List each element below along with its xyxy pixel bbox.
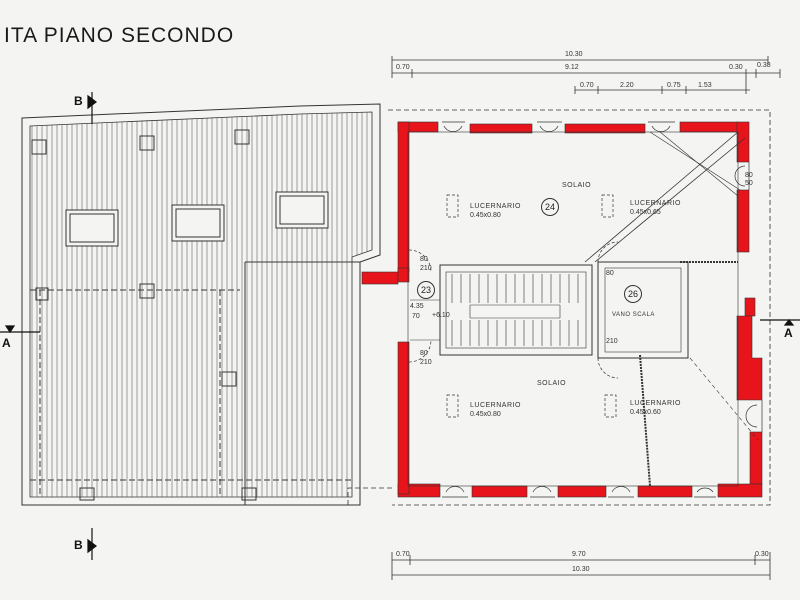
skylight-3-size: 0.45x0.80 <box>470 411 501 418</box>
skylight-3-label: LUCERNARIO <box>470 402 521 409</box>
dim-bottom-mid: 9.70 <box>572 551 586 558</box>
dim-bottom-overall: 10.30 <box>572 566 590 573</box>
skylight-boxes <box>446 194 617 418</box>
room-lower-slab-label: SOLAIO <box>537 380 567 387</box>
dim-top-row3-d: 1.53 <box>698 82 712 89</box>
roof-plan-left <box>21 103 381 506</box>
dim-top-row3-a: 0.70 <box>580 82 594 89</box>
stair-treads <box>451 274 579 346</box>
dim-top-overall: 10.30 <box>565 51 583 58</box>
bottom-dimension-lines <box>391 552 771 580</box>
section-b-bottom-label: B <box>74 538 83 552</box>
inner-plan-lines <box>407 131 759 487</box>
room-upper-slab-label: SOLAIO <box>562 182 592 189</box>
section-a-left-label: A <box>2 336 11 350</box>
dim-bottom-left: 0.70 <box>396 551 410 558</box>
level-note-2: 4.35 <box>410 303 424 310</box>
section-markers <box>0 92 800 560</box>
dashed-outline <box>347 109 771 506</box>
dim-top-row2-r2: 0.38 <box>757 62 771 69</box>
room-upper-slab-number: 24 <box>541 198 559 216</box>
level-note: +6.10 <box>432 312 450 319</box>
level-note-3: 70 <box>412 313 420 320</box>
top-dimension-lines <box>391 56 781 94</box>
section-b-top-label: B <box>74 94 83 108</box>
skylight-2-label: LUCERNARIO <box>630 200 681 207</box>
skylight-4-label: LUCERNARIO <box>630 400 681 407</box>
room-stair-number: 23 <box>417 281 435 299</box>
dim-top-row3-b: 2.20 <box>620 82 634 89</box>
skylight-4-size: 0.45x0.60 <box>630 409 661 416</box>
section-a-right-label: A <box>784 326 793 340</box>
page-title: ITA PIANO SECONDO <box>4 24 235 47</box>
dim-top-row2-left: 0.70 <box>396 64 410 71</box>
skylight-1-size: 0.45x0.80 <box>470 212 501 219</box>
skylight-1-label: LUCERNARIO <box>470 203 521 210</box>
dim-bottom-right: 0.30 <box>755 551 769 558</box>
dim-top-row2-r1: 0.30 <box>729 64 743 71</box>
roof-hatching <box>31 112 368 497</box>
door-dim-80b: 80 <box>420 350 428 357</box>
walls-red <box>361 121 763 498</box>
door-dim-210b: 210 <box>420 359 432 366</box>
door-dim-80d: 80 <box>745 172 753 179</box>
roof-skylights <box>31 129 329 501</box>
dim-top-row2-mid: 9.12 <box>565 64 579 71</box>
room-vano-label: VANO SCALA <box>612 312 655 318</box>
door-dim-80a: 80 <box>420 256 428 263</box>
door-dim-210c: 210 <box>606 338 618 345</box>
dim-top-row3-c: 0.75 <box>667 82 681 89</box>
door-dim-210a: 210 <box>420 265 432 272</box>
door-dim-50: 50 <box>745 180 753 187</box>
room-vano-number: 26 <box>624 285 642 303</box>
skylight-2-size: 0.45x0.65 <box>630 209 661 216</box>
door-dim-80c: 80 <box>606 270 614 277</box>
window-markers <box>442 121 763 498</box>
